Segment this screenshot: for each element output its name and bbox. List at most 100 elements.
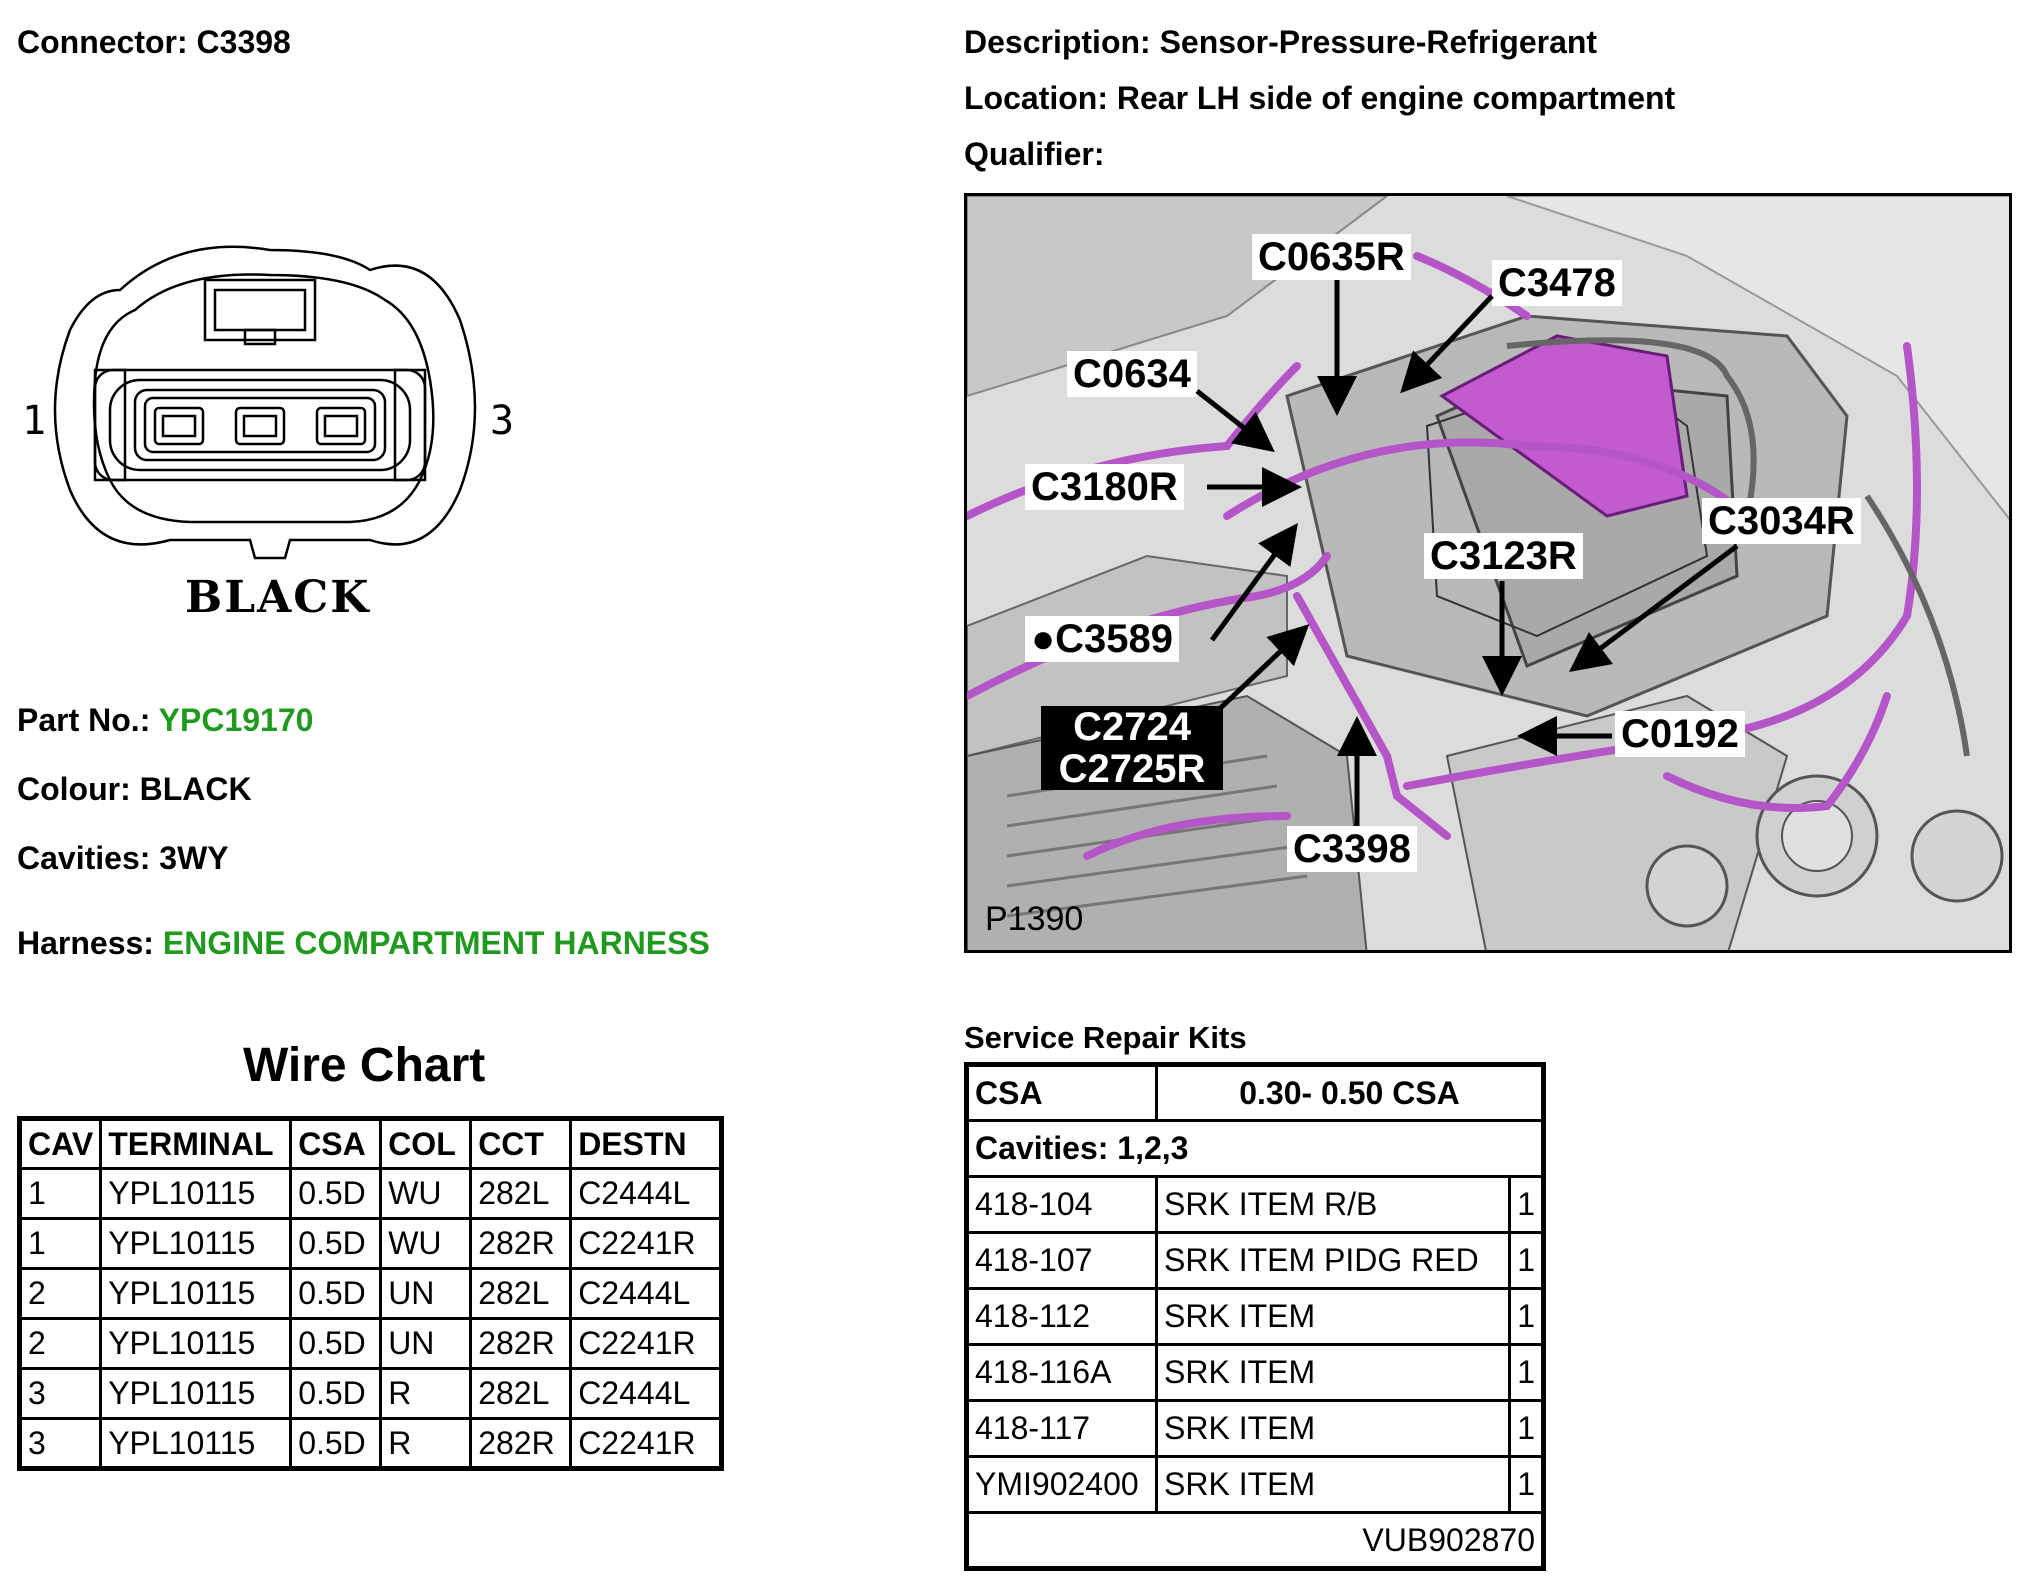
- kit-item-cell: SRK ITEM: [1154, 1399, 1512, 1458]
- kit-code-cell: 418-116A: [965, 1343, 1158, 1402]
- kit-row: 418-107 SRK ITEM PIDG RED 1: [965, 1231, 1545, 1290]
- engine-compartment-photo: C0635R C3478 C0634 C3180R C3034R C3123R …: [964, 193, 2012, 953]
- callout-c3398: C3398: [1287, 826, 1417, 872]
- qualifier-line: Qualifier:: [964, 136, 1104, 173]
- kit-cavities: Cavities: 1,2,3: [965, 1119, 1545, 1178]
- cav-cell: 3: [17, 1367, 103, 1420]
- table-row: 2 YPL10115 0.5D UN 282R C2241R: [17, 1317, 723, 1370]
- col-cell: WU: [379, 1217, 473, 1270]
- connector-id: C3398: [196, 24, 291, 60]
- csa-cell: 0.5D: [289, 1167, 383, 1220]
- destn-cell: C2241R: [569, 1217, 723, 1270]
- figure-id-label: P1390: [985, 900, 1084, 938]
- kit-row: 418-104 SRK ITEM R/B 1: [965, 1175, 1545, 1234]
- harness-link[interactable]: ENGINE COMPARTMENT HARNESS: [162, 925, 710, 961]
- kit-item-cell: SRK ITEM: [1154, 1455, 1512, 1514]
- harness-label: Harness:: [17, 925, 154, 961]
- cavities-row: Cavities: 1,2,3: [965, 1119, 1545, 1178]
- kit-qty-cell: 1: [1508, 1231, 1545, 1290]
- bullet-dot-icon: ●: [1031, 617, 1056, 661]
- kit-item-cell: SRK ITEM R/B: [1154, 1175, 1512, 1234]
- kit-qty-cell: 1: [1508, 1399, 1545, 1458]
- terminal-cell: YPL10115: [99, 1367, 293, 1420]
- description-line: Description: Sensor-Pressure-Refrigerant: [964, 24, 1597, 61]
- callout-c3180r: C3180R: [1025, 464, 1184, 510]
- cct-cell: 282R: [469, 1317, 573, 1370]
- pin-3-label: 3: [490, 398, 515, 444]
- cct-cell: 282L: [469, 1367, 573, 1420]
- column-header-col: COL: [379, 1117, 473, 1170]
- callout-c3034r: C3034R: [1702, 498, 1861, 544]
- kit-part-number: VUB902870: [965, 1511, 1545, 1570]
- harness-line: Harness: ENGINE COMPARTMENT HARNESS: [17, 925, 710, 962]
- cav-cell: 3: [17, 1417, 103, 1470]
- kit-row: 418-116A SRK ITEM 1: [965, 1343, 1545, 1402]
- destn-cell: C2241R: [569, 1317, 723, 1370]
- kit-item-cell: SRK ITEM: [1154, 1343, 1512, 1402]
- kit-row: 418-117 SRK ITEM 1: [965, 1399, 1545, 1458]
- col-cell: UN: [379, 1267, 473, 1320]
- terminal-cell: YPL10115: [99, 1317, 293, 1370]
- destn-cell: C2444L: [569, 1267, 723, 1320]
- terminal-cell: YPL10115: [99, 1167, 293, 1220]
- callout-c2724-label: C2724: [1073, 705, 1191, 749]
- col-cell: R: [379, 1417, 473, 1470]
- colour-label: Colour:: [17, 771, 131, 807]
- table-row: 2 YPL10115 0.5D UN 282L C2444L: [17, 1267, 723, 1320]
- wire-chart-title: Wire Chart: [243, 1039, 486, 1092]
- kit-item-cell: SRK ITEM: [1154, 1287, 1512, 1346]
- kit-code-cell: 418-117: [965, 1399, 1158, 1458]
- connector-colour-label: BLACK: [185, 572, 371, 623]
- cct-cell: 282R: [469, 1217, 573, 1270]
- column-header-cct: CCT: [469, 1117, 573, 1170]
- connector-heading: Connector: C3398: [17, 24, 291, 61]
- service-repair-kits-title: Service Repair Kits: [964, 1020, 1247, 1055]
- col-cell: UN: [379, 1317, 473, 1370]
- cct-cell: 282L: [469, 1167, 573, 1220]
- wire-chart-table: CAV TERMINAL CSA COL CCT DESTN 1 YPL1011…: [17, 1116, 724, 1471]
- csa-cell: 0.5D: [289, 1367, 383, 1420]
- csa-row: CSA 0.30- 0.50 CSA: [965, 1063, 1545, 1122]
- csa-label: CSA: [965, 1063, 1158, 1122]
- cav-cell: 1: [17, 1167, 103, 1220]
- cct-cell: 282R: [469, 1417, 573, 1470]
- callout-c3589-label: C3589: [1055, 617, 1174, 661]
- kit-item-cell: SRK ITEM PIDG RED: [1154, 1231, 1512, 1290]
- callout-c2724-c2725r: C2724 C2725R: [1041, 706, 1223, 790]
- connector-label: Connector:: [17, 24, 188, 60]
- part-number-line: Part No.: YPC19170: [17, 702, 313, 739]
- table-row: 1 YPL10115 0.5D WU 282R C2241R: [17, 1217, 723, 1270]
- location-line: Location: Rear LH side of engine compart…: [964, 80, 1675, 117]
- kit-code-cell: YMI902400: [965, 1455, 1158, 1514]
- kit-code-cell: 418-107: [965, 1231, 1158, 1290]
- kit-qty-cell: 1: [1508, 1287, 1545, 1346]
- service-repair-kits-table: CSA 0.30- 0.50 CSA Cavities: 1,2,3 418-1…: [964, 1062, 1546, 1571]
- kit-code-cell: 418-112: [965, 1287, 1158, 1346]
- kit-code-cell: 418-104: [965, 1175, 1158, 1234]
- col-cell: WU: [379, 1167, 473, 1220]
- description-label: Description:: [964, 24, 1151, 60]
- cct-cell: 282L: [469, 1267, 573, 1320]
- callout-arrows: [1195, 280, 1739, 826]
- part-number-link[interactable]: YPC19170: [158, 702, 314, 738]
- terminal-cell: YPL10115: [99, 1417, 293, 1470]
- column-header-terminal: TERMINAL: [99, 1117, 293, 1170]
- description-value: Sensor-Pressure-Refrigerant: [1159, 24, 1598, 60]
- terminal-cell: YPL10115: [99, 1267, 293, 1320]
- callout-c3589: ●C3589: [1025, 616, 1180, 662]
- wire-chart-header-row: CAV TERMINAL CSA COL CCT DESTN: [17, 1117, 723, 1170]
- cav-cell: 2: [17, 1317, 103, 1370]
- csa-cell: 0.5D: [289, 1267, 383, 1320]
- terminal-cell: YPL10115: [99, 1217, 293, 1270]
- qualifier-label: Qualifier:: [964, 136, 1105, 172]
- kit-footer-row: VUB902870: [965, 1511, 1545, 1570]
- callout-c0634: C0634: [1067, 351, 1197, 397]
- colour-value: BLACK: [139, 771, 252, 807]
- cavities-label: Cavities:: [17, 840, 151, 876]
- cavities-line: Cavities: 3WY: [17, 840, 229, 877]
- column-header-cav: CAV: [17, 1117, 103, 1170]
- column-header-destn: DESTN: [569, 1117, 723, 1170]
- csa-cell: 0.5D: [289, 1317, 383, 1370]
- kit-row: 418-112 SRK ITEM 1: [965, 1287, 1545, 1346]
- callout-c0635r: C0635R: [1252, 234, 1411, 280]
